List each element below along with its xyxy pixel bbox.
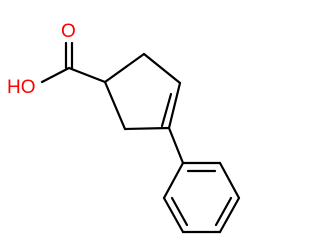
benzene-inner-bond-2 [170,196,189,227]
benzene-bond-5 [218,161,241,200]
benzene-bond-1 [162,161,185,200]
phenyl-attachment-bond [167,126,185,165]
ring-bond-c4-c5 [123,126,171,131]
benzene-bond-4 [218,196,241,234]
ring-bond-c1-c2 [103,52,146,84]
carboxyl-ring-bond [67,66,107,84]
carboxyl-oh-bond [40,66,71,84]
hydroxyl-label: HO [7,77,36,98]
ring-double-bond-outer [167,81,182,130]
structure-canvas: O HO [7,21,241,234]
oxygen-double-label: O [61,21,76,42]
ring-bond-c5-c1 [103,80,127,131]
benzene-inner-bond-3 [214,196,233,227]
molecule-structure: O HO [7,21,241,234]
benzene-bond-2 [162,196,185,234]
ring-bond-c2-c3 [142,52,182,85]
ring-double-bond-inner [160,92,173,128]
